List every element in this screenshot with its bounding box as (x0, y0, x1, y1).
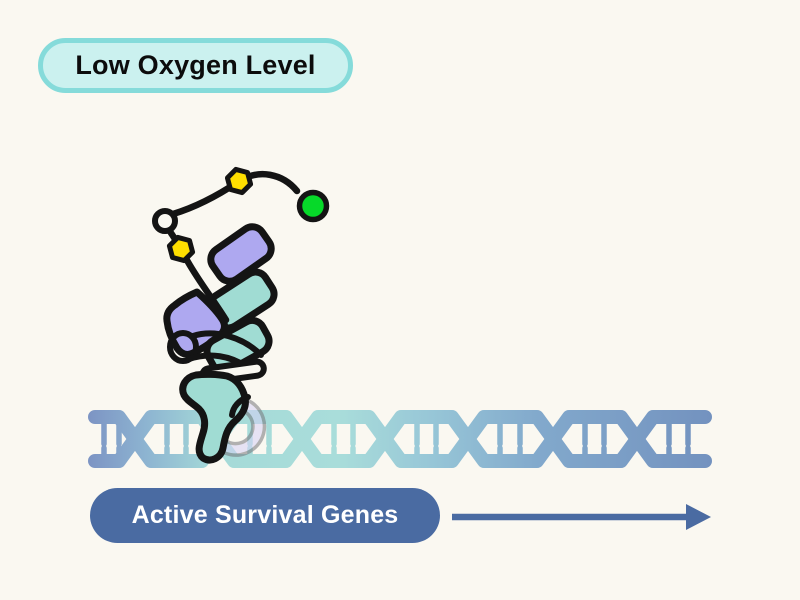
arrow-head-icon (686, 504, 711, 530)
active-survival-genes-pill: Active Survival Genes (90, 488, 440, 543)
tail-loop-icon (152, 208, 178, 234)
regulatory-tail (152, 166, 330, 324)
dna-strand-b (88, 410, 712, 468)
purple-subunit-top (207, 223, 275, 285)
low-oxygen-badge-label: Low Oxygen Level (75, 50, 316, 80)
accent-curve-1 (190, 330, 264, 358)
dna-helix (88, 410, 712, 468)
modification-hexagon-icon-2 (166, 234, 196, 264)
dna-base-rungs-bottom (101, 445, 691, 459)
dna-base-rungs-top (101, 420, 691, 447)
foot-notch (229, 394, 251, 418)
low-oxygen-badge: Low Oxygen Level (38, 38, 353, 93)
dna-binding-foot (179, 370, 249, 464)
active-survival-genes-label: Active Survival Genes (131, 501, 399, 529)
loop-ellipse-icon (167, 330, 199, 364)
modification-hexagon-icon-1 (224, 166, 254, 196)
signal-circle-icon (296, 189, 330, 223)
direction-arrow (452, 504, 711, 530)
